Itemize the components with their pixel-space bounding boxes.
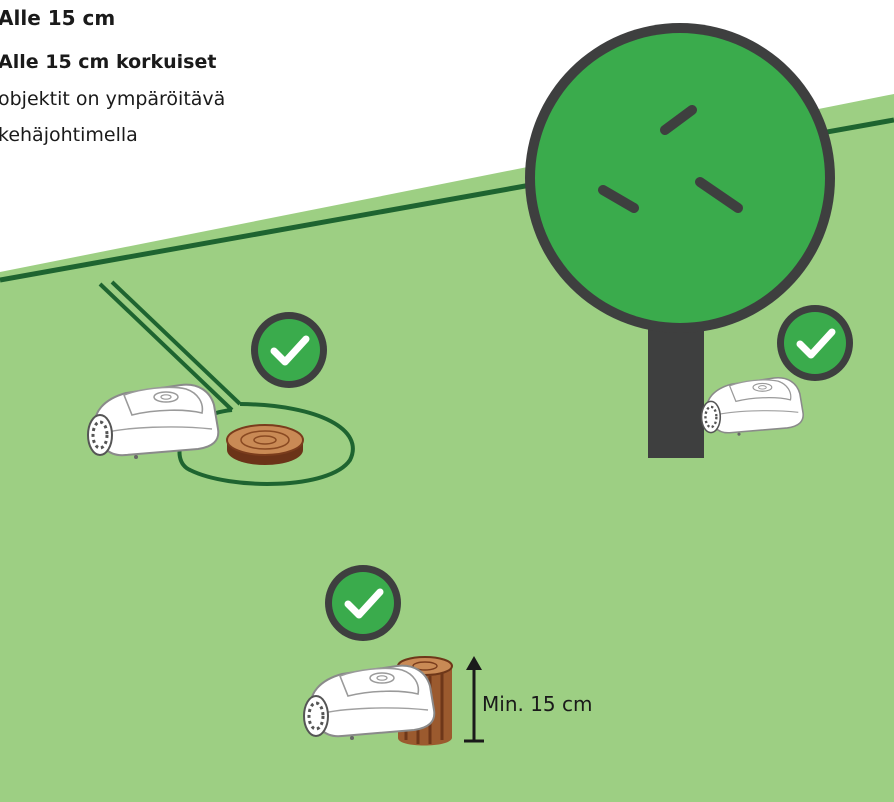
tree-stump-slice-icon xyxy=(227,425,303,465)
checkmark-icon xyxy=(251,312,327,388)
height-measure-label: Min. 15 cm xyxy=(482,692,593,716)
body-text-line-1: objektit on ympäröitävä xyxy=(0,88,225,110)
checkmark-icon xyxy=(777,305,853,381)
body-text-line-2: kehäjohtimella xyxy=(0,124,138,146)
checkmark-icon xyxy=(325,565,401,641)
heading-secondary: Alle 15 cm korkuiset xyxy=(0,51,216,73)
heading-primary: Alle 15 cm xyxy=(0,6,115,30)
